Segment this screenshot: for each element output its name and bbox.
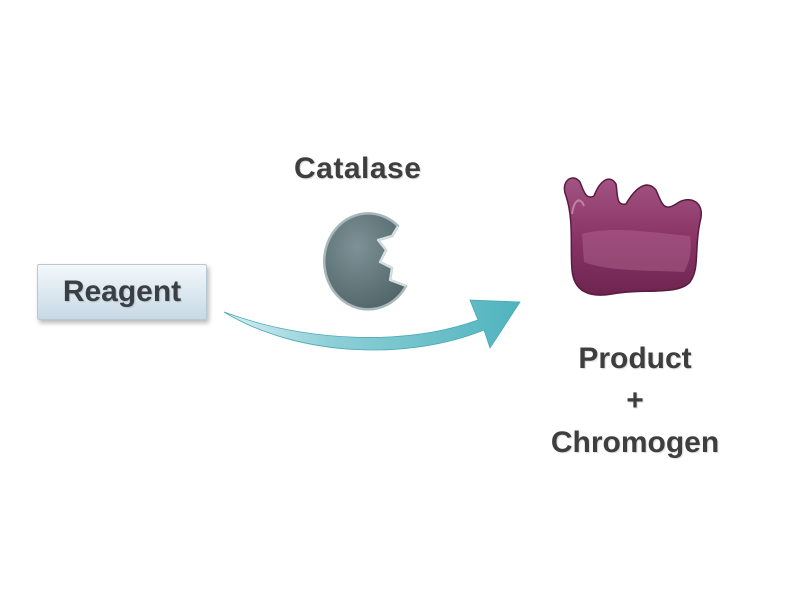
pacman-enzyme-icon (323, 212, 408, 311)
enzyme-label: Catalase (294, 152, 422, 185)
blob-molecule-icon (563, 177, 703, 296)
reagent-box: Reagent (37, 264, 207, 320)
plus-sign: + (626, 384, 644, 417)
chromogen-label: Chromogen (550, 426, 720, 459)
reagent-label: Reagent (62, 275, 182, 308)
curved-arrow-icon (223, 299, 521, 351)
product-shape (563, 177, 703, 296)
product-label: Product (578, 342, 692, 375)
reaction-arrow (223, 299, 521, 351)
enzyme-shape (323, 212, 408, 311)
product-label-block: Product + Chromogen (520, 338, 750, 464)
